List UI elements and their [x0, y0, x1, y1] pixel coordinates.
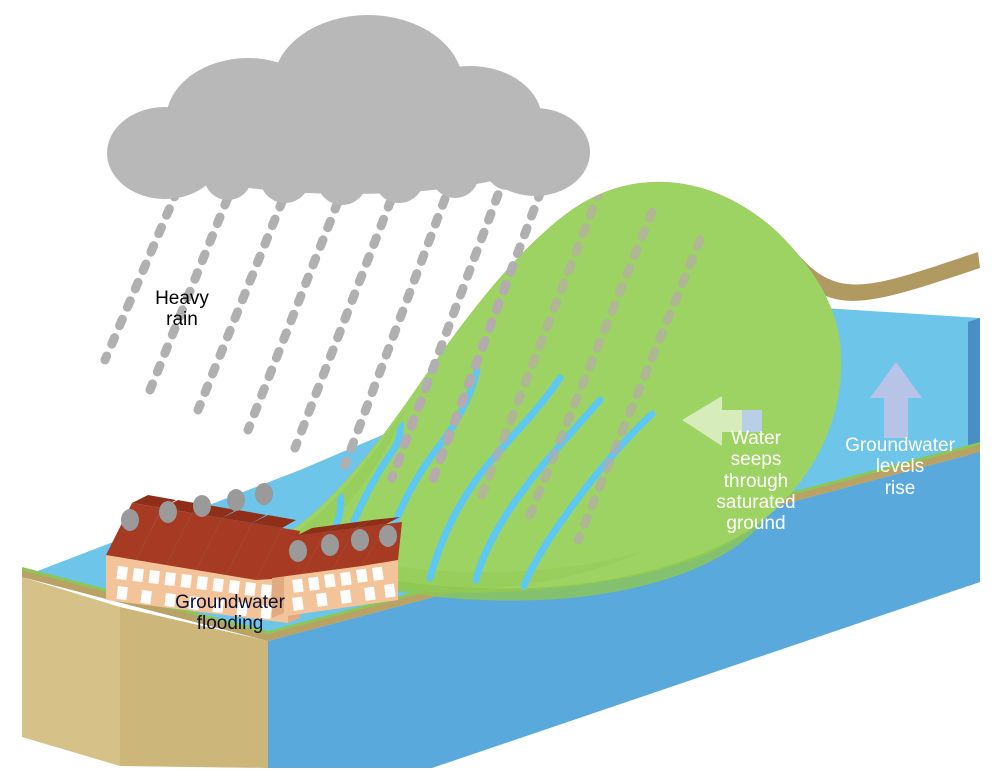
back-chimney-5 [255, 483, 273, 505]
back-chimney-1 [121, 509, 139, 531]
rain-col-1 [100, 167, 190, 365]
front-chimney-2 [321, 534, 339, 556]
terraced-houses-front [272, 517, 402, 618]
back-terrace-chimneys [121, 483, 273, 531]
cloud-scallop-4 [317, 155, 367, 205]
rain-hill-6 [523, 207, 657, 525]
front-ridge-2 [326, 520, 372, 532]
cloud-scallop-2 [204, 152, 252, 200]
cloud-scallop-8 [532, 140, 572, 180]
sand-face-front-left [120, 607, 268, 768]
front-window [340, 589, 352, 604]
hill-green-body [286, 181, 842, 593]
back-ridge-5 [252, 515, 296, 528]
front-window [291, 596, 304, 611]
front-chimney-3 [351, 529, 369, 551]
green-hill [286, 181, 980, 601]
front-chimney-4 [379, 525, 397, 547]
front-window [372, 566, 384, 581]
back-window [236, 601, 248, 617]
stream-line-5 [520, 410, 656, 590]
front-ridge-3 [356, 517, 400, 528]
rain-cloud-icon [107, 15, 590, 205]
rain-hill-4 [427, 182, 553, 487]
back-window [132, 568, 144, 583]
back-window [212, 598, 224, 614]
hill-green-shade [290, 408, 640, 591]
rain-col-5 [290, 177, 403, 453]
front-ridge-1 [296, 524, 342, 536]
back-window [180, 574, 192, 589]
back-roof-1 [106, 503, 162, 560]
back-window [228, 580, 240, 595]
rain-hill-5 [475, 185, 605, 505]
front-window [364, 586, 376, 601]
left-arrow-tail-over-water [742, 410, 762, 432]
rim-olive-left [22, 570, 268, 641]
rain-hill-7 [573, 235, 705, 545]
front-terrace-end-wall [272, 573, 284, 618]
cloud-scallop-5 [374, 153, 424, 203]
front-face-groundwater [268, 452, 980, 768]
front-window [324, 573, 336, 588]
back-window [116, 566, 128, 581]
rain-col-3 [193, 177, 295, 415]
front-window [383, 583, 396, 598]
back-window [148, 570, 160, 585]
terraced-houses-back [106, 483, 300, 623]
front-terrace-chimneys [289, 525, 397, 562]
back-chimney-2 [159, 501, 177, 523]
back-roof-4 [196, 518, 252, 575]
left-arrow-icon [682, 396, 762, 446]
front-terrace-roof-ridges [296, 517, 400, 536]
back-chimney-4 [227, 489, 245, 511]
cloud-scallop-3 [260, 153, 310, 203]
hill-base-shadow [300, 520, 764, 601]
front-window [315, 592, 328, 607]
cloud-scallop-7 [486, 146, 530, 190]
back-chimney-3 [193, 495, 211, 517]
front-window [355, 568, 368, 583]
stream-line-4 [472, 396, 604, 584]
back-window [196, 576, 208, 591]
back-window [164, 571, 176, 587]
back-roof-2 [136, 508, 192, 565]
back-window [212, 578, 224, 593]
cloud-scallop-1 [153, 148, 197, 192]
back-window [260, 584, 272, 599]
cloud-scallop-6 [431, 150, 479, 198]
up-arrow-icon [870, 362, 922, 438]
up-arrow-shape [870, 362, 922, 438]
front-window [292, 578, 304, 593]
back-roof-5 [226, 523, 282, 580]
front-window [308, 576, 320, 591]
front-terrace-windows [291, 566, 396, 611]
back-window [116, 586, 128, 601]
left-arrow-shape [682, 396, 762, 446]
back-terrace-roof-ridges [132, 495, 296, 528]
back-window [260, 605, 272, 620]
back-roof-3 [166, 513, 222, 570]
rain-col-6 [340, 175, 457, 470]
back-window [140, 590, 152, 605]
back-terrace-windows [116, 566, 272, 620]
front-window [339, 571, 352, 586]
back-window [164, 593, 176, 608]
back-window [188, 596, 200, 611]
stream-line-3 [426, 374, 564, 582]
sand-face-end-left [22, 577, 120, 766]
back-window [244, 582, 256, 597]
back-ridge-4 [222, 510, 266, 523]
front-chimney-1 [289, 540, 307, 562]
rain-col-4 [243, 179, 350, 435]
rain-col-2 [145, 175, 240, 395]
